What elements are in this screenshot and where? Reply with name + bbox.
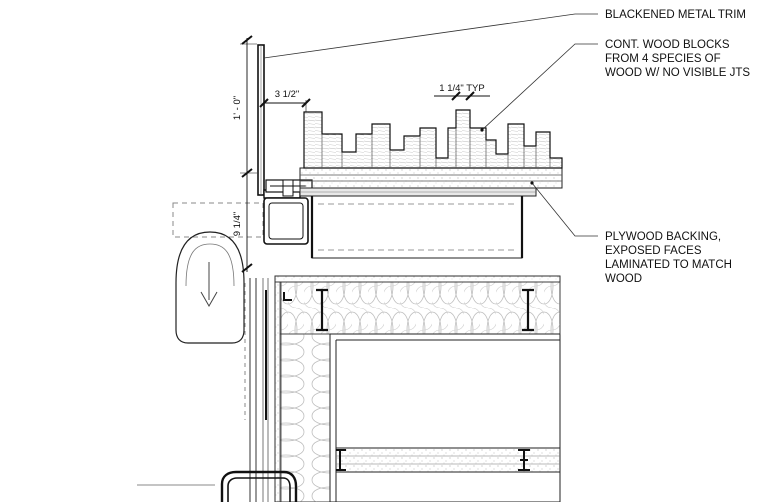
dimension-block-typ-label: 1 1/4" TYP (439, 83, 484, 94)
dimension-height-top: 1' - 0" (232, 96, 243, 120)
note-wood-blocks-line-3: WOOD W/ NO VISIBLE JTS (605, 67, 750, 79)
bottom-frame (220, 470, 298, 502)
vertical-wall-layers (249, 278, 269, 502)
steel-tube (263, 197, 309, 245)
left-wall-profile (137, 202, 264, 486)
lower-panel (335, 447, 561, 473)
wood-blocks (303, 109, 563, 169)
dimension-vertical (240, 35, 257, 273)
note-plywood-line-3: LAMINATED TO MATCH (605, 259, 732, 271)
note-wood-blocks-line-1: CONT. WOOD BLOCKS (605, 39, 730, 51)
note-wood-blocks-line-2: FROM 4 SPECIES OF (605, 53, 721, 65)
hidden-beam (310, 195, 524, 259)
note-plywood-line-1: PLYWOOD BACKING, (605, 231, 721, 243)
note-blackened-metal-trim: BLACKENED METAL TRIM (605, 9, 746, 21)
note-plywood-line-2: EXPOSED FACES (605, 245, 702, 257)
plywood-backing-layers (299, 167, 563, 197)
note-wood-blocks: CONT. WOOD BLOCKS FROM 4 SPECIES OF WOOD… (605, 39, 750, 79)
dimension-height-bottom: 9 1/4" (232, 212, 243, 237)
dimension-block-typ (434, 91, 490, 101)
note-plywood-line-4: WOOD (605, 273, 642, 285)
leader-lines (263, 13, 598, 237)
insulated-wall-assembly (274, 275, 561, 502)
dimension-trim-width (259, 98, 311, 112)
steel-studs (283, 288, 534, 332)
note-plywood-backing: PLYWOOD BACKING, EXPOSED FACES LAMINATED… (605, 231, 732, 285)
dimension-trim-width-label: 3 1/2" (275, 89, 300, 100)
